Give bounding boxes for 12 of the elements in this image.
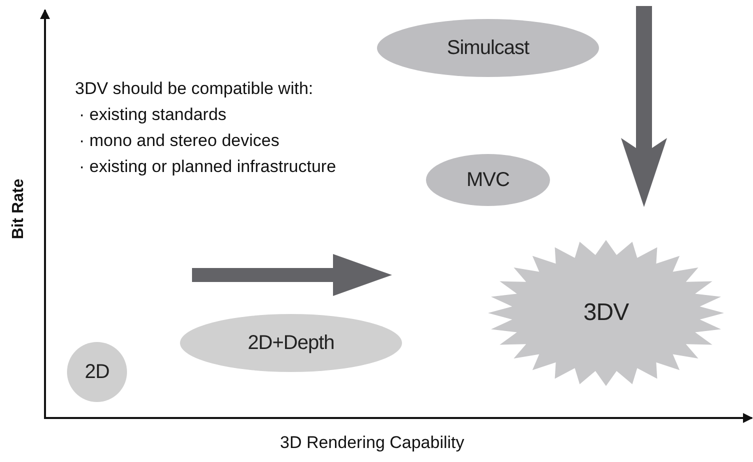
note-text: 3DV should be compatible with: [75,78,314,99]
axis-title: 3D Rendering Capability [280,433,464,453]
node-label: 3DV [583,299,629,327]
note-text: · existing standards [78,104,228,125]
node-label: 2D+Depth [248,332,334,354]
node-label: Simulcast [446,36,530,60]
note-text: · existing or planned infrastructure [78,156,336,177]
starburst-node [488,240,724,386]
note-text: · mono and stereo devices [78,130,280,151]
node-label: 2D [84,360,110,384]
node-label: MVC [466,168,510,192]
axis-title: Bit Rate [10,178,28,242]
